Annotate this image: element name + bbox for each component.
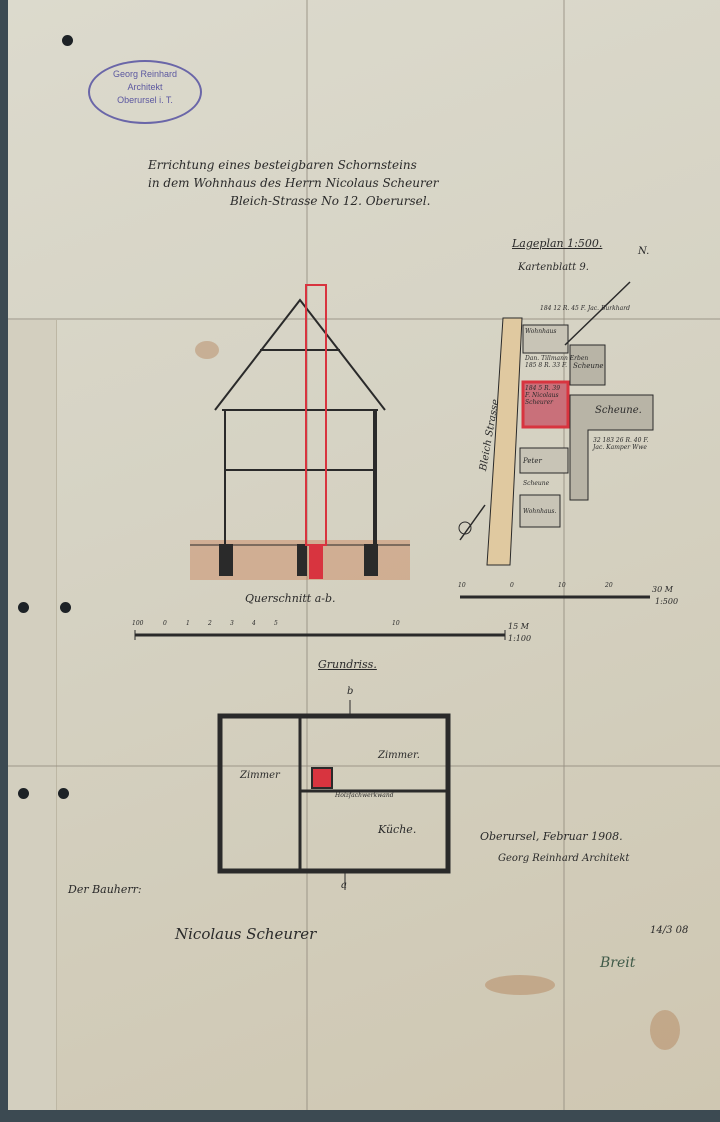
scheurer-plot	[521, 380, 570, 429]
plot-label: Dan. Tillmann Erben 185 8 R. 33 F.	[525, 355, 589, 369]
punch-hole	[62, 35, 73, 46]
fold-line	[563, 0, 565, 1110]
plot-label: 32 183 26 R. 40 F. Jac. Kamper Wwe	[593, 437, 649, 451]
scale-tick: 30 M	[652, 585, 673, 594]
date-note: 14/3 08	[650, 925, 689, 936]
scale-tick: 0	[510, 582, 514, 589]
scale-tick: 20	[605, 582, 613, 589]
place-date: Oberursel, Februar 1908.	[480, 830, 623, 843]
cross-section-drawing	[190, 298, 410, 580]
plot-label: Wohnhaus.	[523, 508, 557, 515]
plot-label: Wohnhaus	[525, 328, 557, 335]
section-marker: a	[341, 880, 347, 891]
scale-tick: 100	[132, 620, 144, 627]
ink-stains	[195, 341, 680, 1050]
punch-hole	[58, 788, 69, 799]
north-label: N.	[638, 246, 650, 257]
plot-label: Peter	[523, 457, 542, 465]
plot-label: Scheune.	[595, 405, 642, 416]
scale-tick: 2	[208, 620, 212, 627]
punch-hole	[18, 788, 29, 799]
room-label: Zimmer	[240, 770, 280, 781]
floor-plan-title: Grundriss.	[318, 658, 377, 671]
scale-tick: 10	[458, 582, 466, 589]
plot-label: 184 5 R. 39 F. Nicolaus Scheurer	[525, 385, 561, 406]
floor-plan-drawing	[217, 700, 451, 890]
client-label: Der Bauherr:	[68, 883, 142, 896]
wall-label: Holzfachwerkwand	[335, 792, 394, 799]
chimney	[305, 284, 327, 579]
plot-label: Scheune	[523, 480, 550, 487]
section-marker: b	[347, 686, 354, 697]
client-signature: Nicolaus Scheurer	[175, 925, 317, 943]
fold-line	[8, 318, 720, 320]
section-scale: 1:100	[508, 634, 532, 643]
plot-label: 184 12 R. 45 F. Jac. Burkhard	[540, 305, 630, 312]
scale-tick: 15 M	[508, 622, 529, 631]
scale-tick: 4	[252, 620, 256, 627]
fold-line	[8, 765, 720, 767]
section-title: Querschnitt a-b.	[245, 592, 336, 605]
street	[486, 317, 523, 566]
site-plan-title: Lageplan 1:500.	[512, 237, 603, 250]
scale-tick: 3	[230, 620, 234, 627]
plot-label: Scheune	[573, 362, 604, 370]
title-line-2: in dem Wohnhaus des Herrn Nicolaus Scheu…	[148, 176, 439, 190]
scale-tick: 1	[186, 620, 190, 627]
section-scale-bar	[134, 630, 506, 640]
architect-stamp: Georg Reinhard Architekt Oberursel i. T.	[88, 60, 202, 124]
scale-tick: 10	[558, 582, 566, 589]
scale-tick: 5	[274, 620, 278, 627]
approval-signature: Breit	[600, 955, 636, 971]
site-plan-sheet: Kartenblatt 9.	[518, 262, 589, 273]
punch-hole	[18, 602, 29, 613]
architect-signature: Georg Reinhard Architekt	[498, 853, 630, 864]
room-label: Zimmer.	[378, 750, 420, 761]
room-label: Küche.	[378, 823, 417, 836]
title-line-1: Errichtung eines besteigbaren Schornstei…	[148, 158, 417, 172]
scale-tick: 0	[163, 620, 167, 627]
site-plan-drawing	[458, 281, 654, 599]
punch-hole	[60, 602, 71, 613]
scale-tick: 10	[392, 620, 400, 627]
site-plan-scale: 1:500	[655, 597, 679, 606]
paper-flap	[8, 320, 57, 1110]
chimney-plan	[311, 767, 333, 789]
title-line-3: Bleich-Strasse No 12. Oberursel.	[230, 194, 431, 208]
